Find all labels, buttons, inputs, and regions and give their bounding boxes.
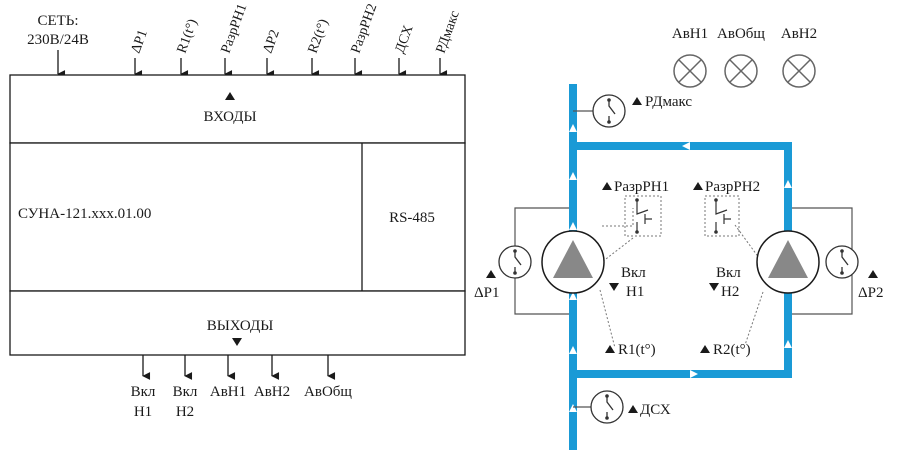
inputs-panel	[9, 74, 466, 144]
flow-arrow-icon	[569, 172, 577, 180]
output-label: АвОбщ	[304, 384, 352, 400]
thermo1-label: R1(t°)	[618, 342, 656, 358]
thermo1-wire	[599, 289, 616, 349]
output-label: Вкл	[131, 384, 156, 400]
power-label: СЕТЬ:	[37, 13, 78, 29]
flow-arrows	[569, 124, 792, 412]
controller-block-diagram: СЕТЬ: 230В/24В ΔP1 R1(t°) РазрРН1 ΔP2 R2(t°)…	[9, 2, 466, 420]
thermo2-label: R2(t°)	[713, 342, 751, 358]
triangle-marker-icon	[605, 345, 615, 353]
input-label: R2(t°)	[306, 17, 332, 55]
pump1-cmd-number: Н1	[626, 284, 644, 300]
dp-right-label: ΔP2	[858, 285, 884, 301]
triangle-marker-icon	[602, 182, 612, 190]
flow-arrow-icon	[569, 222, 577, 230]
pump2-cmd-number: Н2	[721, 284, 739, 300]
flow-arrow-icon	[682, 142, 690, 150]
triangle-marker-icon	[609, 283, 619, 291]
input-label: ΔP2	[261, 28, 283, 55]
pump1-enable-label: РазрРН1	[614, 179, 669, 195]
pump2-cmd-label: Вкл	[716, 265, 741, 281]
inputs-up-arrow-icon	[225, 92, 235, 100]
output-label: АвН1	[210, 384, 246, 400]
pump2-enable-contact	[704, 195, 740, 237]
contact-dot	[635, 198, 639, 202]
rs485-label: RS-485	[389, 210, 435, 226]
pump-1	[541, 230, 605, 294]
flow-arrow-icon	[784, 180, 792, 188]
flow-arrow-icon	[569, 346, 577, 354]
pressure-sensors	[498, 94, 859, 424]
flow-arrow-icon	[569, 124, 577, 132]
contact-dot	[635, 230, 639, 234]
pump2-enable-label: РазрРН2	[705, 179, 760, 195]
alarm-indicator-lamps: АвН1 АвОбщ АвН2	[672, 26, 817, 88]
switch-contact-icon	[715, 201, 731, 232]
flow-arrow-icon	[784, 340, 792, 348]
output-label: Вкл	[173, 384, 198, 400]
controller-panel	[9, 142, 466, 292]
pump2-enable-box	[704, 195, 740, 237]
alarm-lamp-icon	[782, 54, 816, 88]
pump1-enable-wire	[602, 208, 634, 227]
pump1-cmd-label: Вкл	[621, 265, 646, 281]
triangle-marker-icon	[709, 283, 719, 291]
triangle-marker-icon	[868, 270, 878, 278]
input-label: ΔP1	[129, 28, 151, 55]
outputs-down-arrow-icon	[232, 338, 242, 346]
switch-contact-icon	[636, 201, 652, 232]
contact-dot	[714, 230, 718, 234]
pump1-enable-contact	[624, 195, 662, 237]
output-label-line2: Н1	[134, 404, 152, 420]
triangle-marker-icon	[700, 345, 710, 353]
pump1-enable-box	[624, 195, 662, 237]
output-label: АвН2	[254, 384, 290, 400]
outputs-title: ВЫХОДЫ	[207, 318, 274, 334]
lamp-label: АвН2	[781, 26, 817, 42]
triangle-marker-icon	[486, 270, 496, 278]
hydraulic-scheme: РДмакс РазрРН1 РазрРН2 Вкл Н1 Вкл Н2 R1(…	[474, 84, 884, 450]
sensor-bottom-label: ДСХ	[640, 402, 671, 418]
pump-triangle-icon	[768, 240, 808, 278]
input-labels: ΔP1 R1(t°) РазрРН1 ΔP2 R2(t°) РазрРН2 ДСХ РДмак…	[129, 2, 463, 78]
pump1-enable-wire-2	[601, 237, 634, 263]
output-label-line2: Н2	[176, 404, 194, 420]
flow-arrow-icon	[569, 404, 577, 412]
pressure-switch-icon	[825, 245, 859, 279]
inputs-title: ВХОДЫ	[203, 109, 256, 125]
pressure-switch-icon	[592, 94, 626, 128]
alarm-lamp-icon	[724, 54, 758, 88]
triangle-marker-icon	[632, 97, 642, 105]
input-label: РДмакс	[434, 9, 463, 55]
lamp-label: АвН1	[672, 26, 708, 42]
lamp-label: АвОбщ	[717, 26, 765, 42]
input-label: РазрРН2	[349, 2, 381, 55]
dp-left-label: ΔP1	[474, 285, 500, 301]
pressure-switch-icon	[498, 245, 532, 279]
pressure-switch-icon	[590, 390, 624, 424]
pump-2	[756, 230, 820, 294]
flow-arrow-icon	[569, 292, 577, 300]
controller-model: СУНА-121.xxx.01.00	[18, 206, 151, 222]
sensor-top-label: РДмакс	[645, 94, 692, 110]
input-label: ДСХ	[393, 23, 417, 55]
input-label: R1(t°)	[175, 17, 201, 55]
flow-arrow-icon	[690, 370, 698, 378]
contact-dot	[714, 198, 718, 202]
triangle-marker-icon	[693, 182, 703, 190]
thermo2-wire	[744, 291, 764, 346]
alarm-lamp-icon	[673, 54, 707, 88]
pump-triangle-icon	[553, 240, 593, 278]
triangle-marker-icon	[628, 405, 638, 413]
power-voltage-label: 230В/24В	[27, 32, 89, 48]
input-label: РазрРН1	[219, 2, 251, 55]
